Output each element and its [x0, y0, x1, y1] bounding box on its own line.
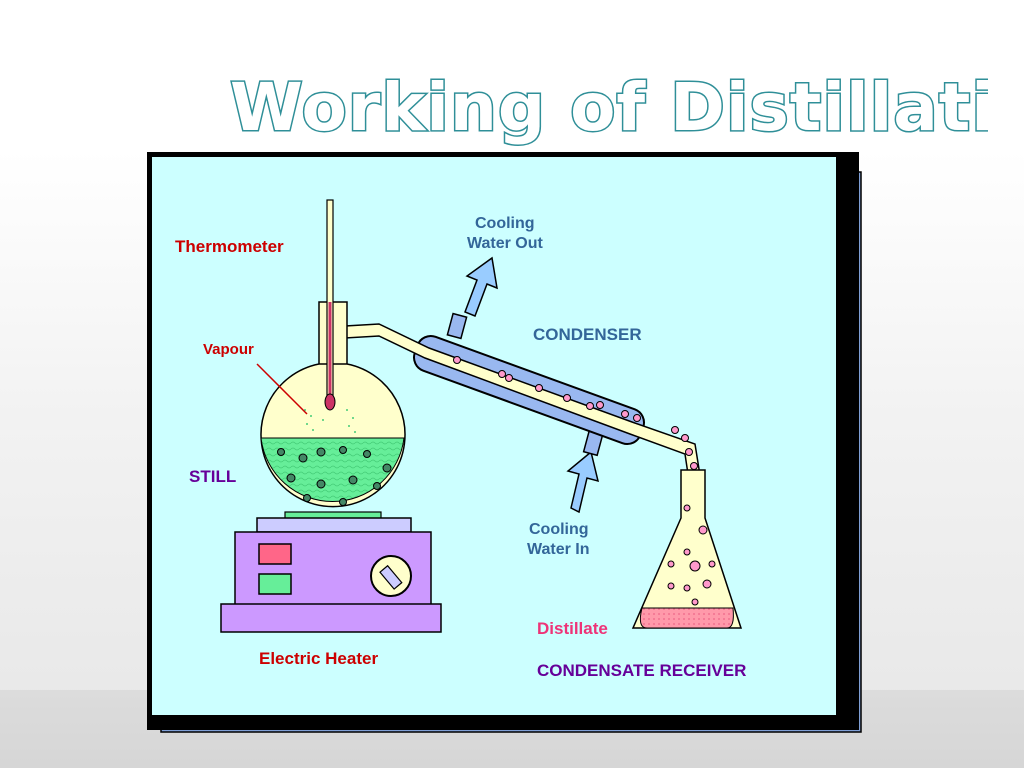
thermometer	[324, 199, 336, 411]
label-cooling-water-out-line1: Cooling	[475, 215, 535, 232]
label-electric-heater: Electric Heater	[259, 649, 378, 668]
cooling-water-in-arrow	[566, 450, 600, 514]
slide-title-text: Working of Distillation	[230, 69, 988, 146]
label-condenser: CONDENSER	[533, 325, 642, 344]
still-bubbles	[277, 446, 392, 506]
label-distillate: Distillate	[537, 619, 608, 638]
receiver-droplets	[667, 504, 716, 606]
label-cooling-water-in-line1: Cooling	[529, 521, 589, 538]
vapour-pointer	[256, 363, 308, 415]
slide-title: Working of Distillation	[229, 68, 989, 148]
condensate-droplets	[453, 356, 698, 470]
label-vapour: Vapour	[203, 341, 254, 358]
label-cooling-water-in-line2: Water In	[527, 541, 590, 558]
label-cooling-water-out-line2: Water Out	[467, 235, 544, 252]
heater-indicator-green	[258, 573, 292, 595]
distillation-diagram: Thermometer Vapour STILL Electric Heater…	[147, 152, 862, 733]
distillate-liquid	[639, 607, 734, 629]
heater-indicator-red	[258, 543, 292, 565]
condenser-outlet-nozzle	[446, 312, 468, 340]
label-condensate-receiver: CONDENSATE RECEIVER	[537, 661, 746, 680]
label-still: STILL	[189, 467, 236, 486]
label-thermometer: Thermometer	[175, 237, 284, 256]
cooling-water-out-arrow	[464, 256, 498, 317]
vapour-dots	[304, 409, 356, 433]
electric-heater	[220, 517, 442, 633]
